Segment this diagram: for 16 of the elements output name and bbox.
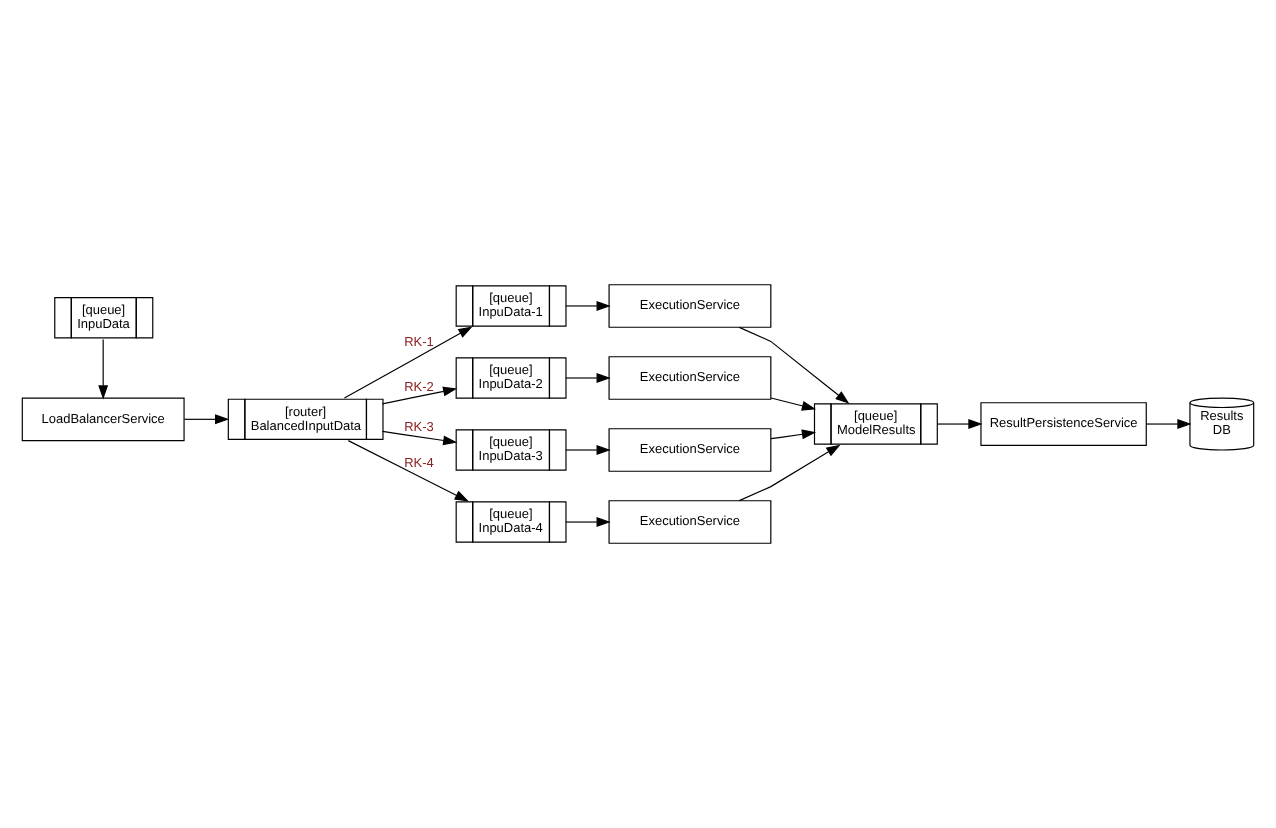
arrow — [565, 373, 611, 383]
arrow — [343, 326, 473, 399]
arrow — [183, 414, 230, 425]
arrow — [770, 429, 817, 440]
arrow — [98, 338, 109, 400]
arrow — [1145, 419, 1192, 429]
arrow — [738, 326, 850, 404]
arrow — [565, 445, 611, 455]
arrow — [937, 419, 983, 429]
arrow — [565, 517, 611, 527]
arrow — [381, 430, 458, 446]
arrow — [770, 397, 817, 411]
arrow — [381, 386, 458, 405]
arrow — [738, 444, 841, 502]
arrow — [347, 440, 469, 502]
arrow — [565, 301, 611, 311]
